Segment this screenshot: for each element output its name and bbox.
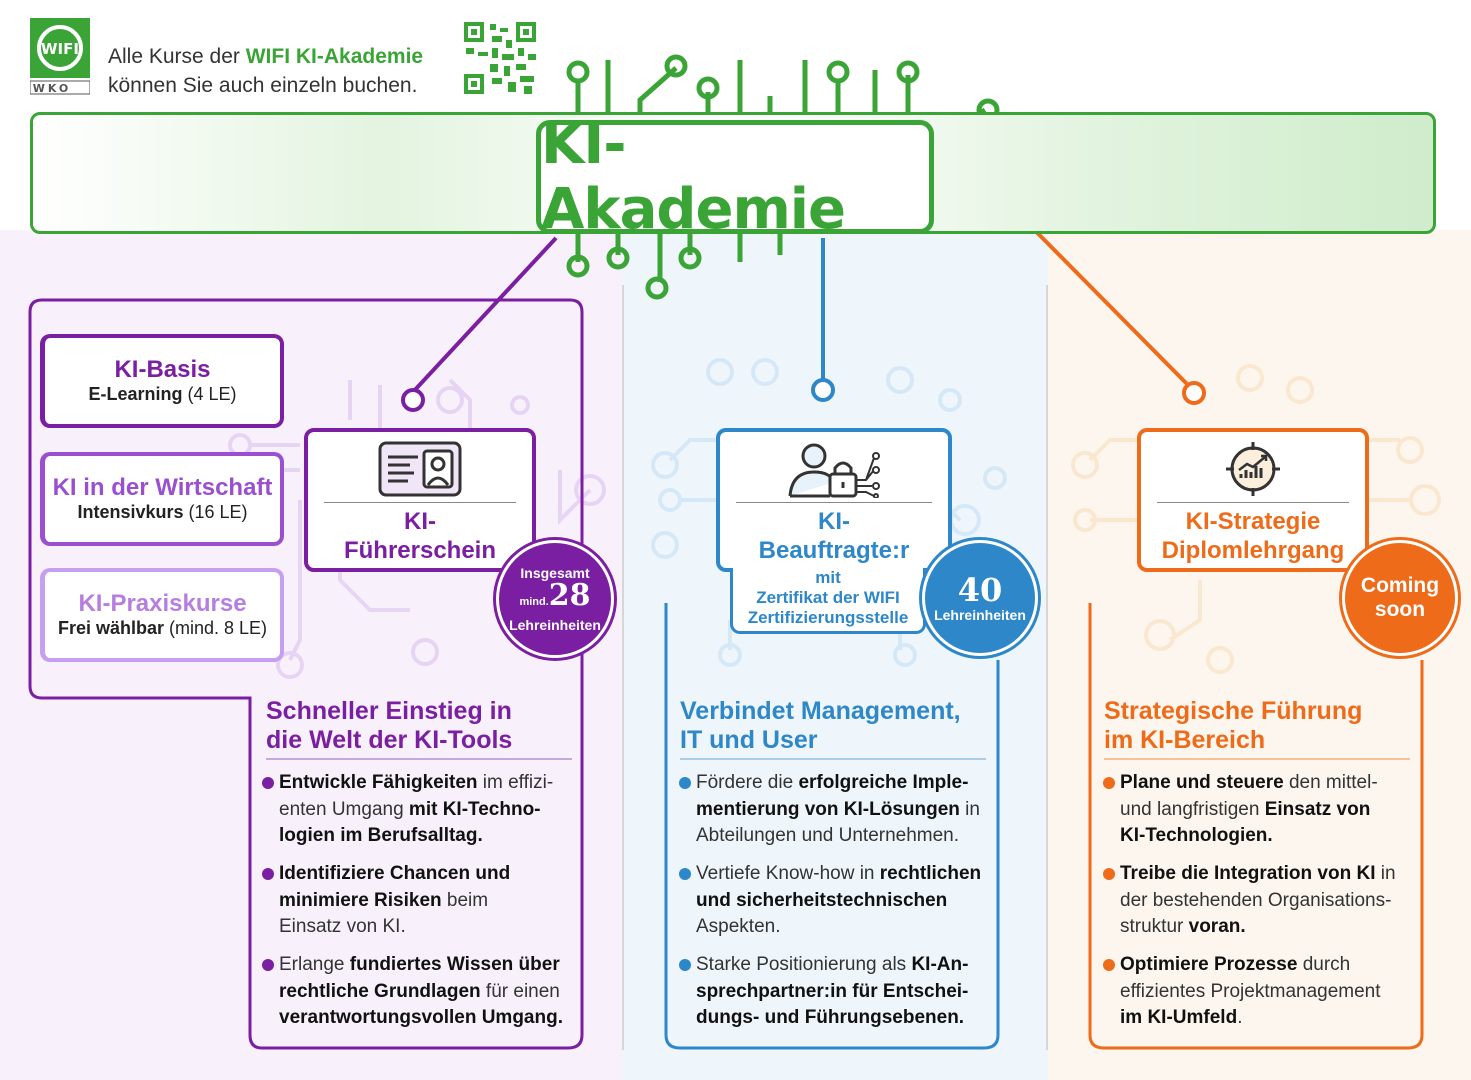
ki-fuehrerschein-card[interactable]: KI- Führerschein (304, 428, 536, 572)
blue-bullet-2: Vertiefe Know-how in rechtlichen und sic… (679, 861, 996, 941)
note-line3: Zertifizierungsstelle (747, 608, 909, 627)
badge-line1: Coming (1360, 574, 1440, 597)
course-sub: Intensivkurs (16 LE) (77, 502, 248, 522)
orange-bullet-2: Treibe die Integration von KI in der bes… (1103, 861, 1420, 941)
bullet-dot (262, 959, 274, 971)
heading-underline (266, 758, 572, 760)
note-line1: mit (815, 568, 841, 587)
wifi-logo: WIFI WKO (30, 18, 90, 95)
bullet-dot (679, 777, 691, 789)
intro-line-2: können Sie auch einzeln buchen. (108, 74, 418, 97)
orange-bullet-3: Optimiere Prozesse durch effizientes Pro… (1103, 952, 1420, 1032)
intro-line-1: Alle Kurse der WIFI KI-Akademie (108, 45, 424, 68)
course-card-ki-wirtschaft[interactable]: KI in der Wirtschaft Intensivkurs (16 LE… (40, 452, 284, 546)
course-title: KI-Praxiskurse (78, 590, 247, 617)
card-divider (735, 502, 933, 503)
course-title: KI in der Wirtschaft (52, 474, 273, 501)
bullet-dot (262, 868, 274, 880)
badge-top: Insgesamt (520, 565, 590, 581)
card-title-line1: KI- (818, 508, 850, 535)
svg-text:WKO: WKO (33, 82, 72, 95)
person-lock-icon (788, 443, 880, 498)
chart-target-icon (1226, 442, 1280, 496)
blue-bullet-3: Starke Positionierung als KI-An- sprechp… (679, 952, 996, 1032)
bullet-dot (1103, 959, 1115, 971)
course-card-ki-basis[interactable]: KI-Basis E-Learning (4 LE) (40, 334, 284, 428)
badge-bottom: Lehreinheiten (934, 607, 1026, 623)
coming-soon-badge: Coming soon (1342, 540, 1458, 656)
bullet-dot (1103, 868, 1115, 880)
orange-bullet-1: Plane und steuere den mittel- und langfr… (1103, 770, 1420, 850)
bullet-dot (1103, 777, 1115, 789)
ki-beauftragte-card[interactable]: KI- Beauftragte:r (716, 428, 952, 572)
heading-underline (1104, 758, 1410, 760)
zertifikat-note: mit Zertifikat der WIFI Zertifizierungss… (730, 568, 926, 634)
column-divider (622, 285, 624, 1050)
bullet-dot (262, 777, 274, 789)
card-title-line2: Führerschein (343, 537, 497, 564)
note-line2: Zertifikat der WIFI (756, 588, 900, 607)
id-card-icon (378, 441, 462, 497)
lehreinheiten-badge-28: Insgesamt mind.28 Lehreinheiten (496, 540, 614, 658)
card-title-line1: KI-Strategie (1185, 508, 1321, 535)
lehreinheiten-badge-40: 40 Lehreinheiten (922, 540, 1038, 656)
card-divider (323, 502, 517, 503)
card-divider (1156, 502, 1350, 503)
badge-number: 40 (957, 571, 1003, 609)
course-sub: Frei wählbar (mind. 8 LE) (57, 618, 268, 638)
bullet-dot (679, 959, 691, 971)
heading-underline (680, 758, 986, 760)
badge-min: mind. (519, 596, 549, 608)
bullet-dot (679, 868, 691, 880)
purple-bullet-2: Identifiziere Chancen und minimiere Risi… (262, 861, 579, 941)
blue-heading: Verbindet Management,IT und User (680, 697, 961, 754)
course-sub: E-Learning (4 LE) (88, 384, 237, 404)
card-title-line2: Beauftragte:r (758, 537, 910, 564)
badge-line2: soon (1374, 598, 1426, 621)
purple-bullet-3: Erlange fundiertes Wissen über rechtlich… (262, 952, 579, 1032)
page-title: KI-Akademie (541, 112, 846, 242)
badge-bottom: Lehreinheiten (509, 617, 601, 633)
svg-text:WIFI: WIFI (41, 40, 79, 58)
course-title: KI-Basis (114, 356, 211, 383)
ki-strategie-card[interactable]: KI-Strategie Diplomlehrgang (1137, 428, 1369, 572)
column-divider (1046, 285, 1048, 1050)
card-title-line2: Diplomlehrgang (1161, 537, 1345, 564)
badge-number: 28 (548, 578, 591, 613)
blue-bullet-1: Fördere die erfolgreiche Imple- mentieru… (679, 770, 996, 850)
course-card-ki-praxis[interactable]: KI-Praxiskurse Frei wählbar (mind. 8 LE) (40, 568, 284, 662)
qr-code[interactable] (462, 20, 538, 96)
card-title-line1: KI- (404, 508, 436, 535)
title-chip: KI-Akademie (536, 112, 934, 242)
purple-bullet-1: Entwickle Fähigkeiten im effizi- enten U… (262, 770, 579, 850)
